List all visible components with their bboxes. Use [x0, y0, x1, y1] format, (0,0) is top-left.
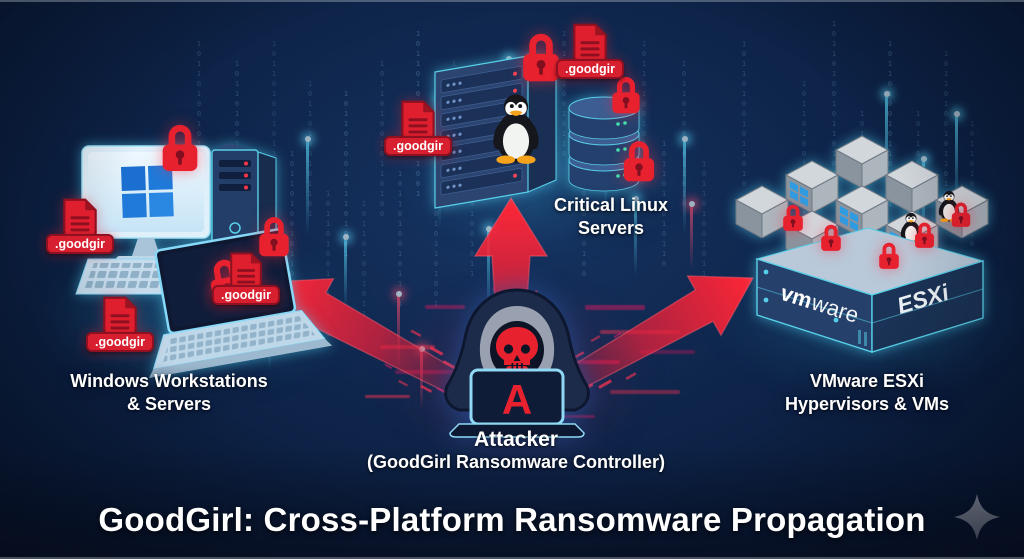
vmware-label-line1: VMware ESXi [809, 371, 925, 391]
sparkle-icon [954, 494, 1000, 540]
encrypted-file: .goodgir [207, 251, 285, 305]
file-extension-badge: .goodgir [86, 332, 154, 352]
encrypted-file: .goodgir [379, 99, 457, 156]
windows-label: Windows Workstations & Servers [70, 370, 268, 417]
vmware-cluster: vmware ESXi [735, 135, 989, 353]
padlock-icon [612, 80, 639, 114]
file-extension-badge: .goodgir [384, 136, 452, 156]
vmware-label: VMware ESXi Hypervisors & VMs [785, 370, 949, 417]
linux-label-line2: Servers [577, 218, 645, 239]
windows-label-line2: & Servers [126, 394, 212, 415]
file-extension-badge: .goodgir [46, 234, 114, 254]
vm-cube-icon [835, 135, 889, 188]
encrypted-file: .goodgir [41, 197, 119, 254]
linux-label-line1: Critical Linux [553, 195, 669, 215]
attacker-figure: A [444, 288, 590, 438]
diagram-title: GoodGirl: Cross-Platform Ransomware Prop… [98, 501, 926, 538]
file-extension-badge: .goodgir [556, 59, 624, 79]
attacker-label: Attacker [473, 428, 559, 451]
encrypted-file: .goodgir [551, 22, 629, 79]
vm-cube-icon [735, 185, 789, 238]
padlock-icon [163, 128, 198, 171]
attacker-laptop-letter: A [502, 376, 532, 423]
file-extension-badge: .goodgir [212, 285, 280, 305]
vm-cube-icon [885, 160, 939, 213]
vmware-label-line2: Hypervisors & VMs [784, 394, 950, 415]
linux-label: Critical Linux Servers [554, 194, 668, 241]
windows-label-line1: Windows Workstations [70, 371, 268, 391]
attacker-sublabel: (GoodGirl Ransomware Controller) [366, 452, 666, 472]
encrypted-file: .goodgir [81, 295, 159, 352]
attacker-laptop-icon: A [449, 368, 585, 438]
top-edge-line [0, 0, 1024, 2]
